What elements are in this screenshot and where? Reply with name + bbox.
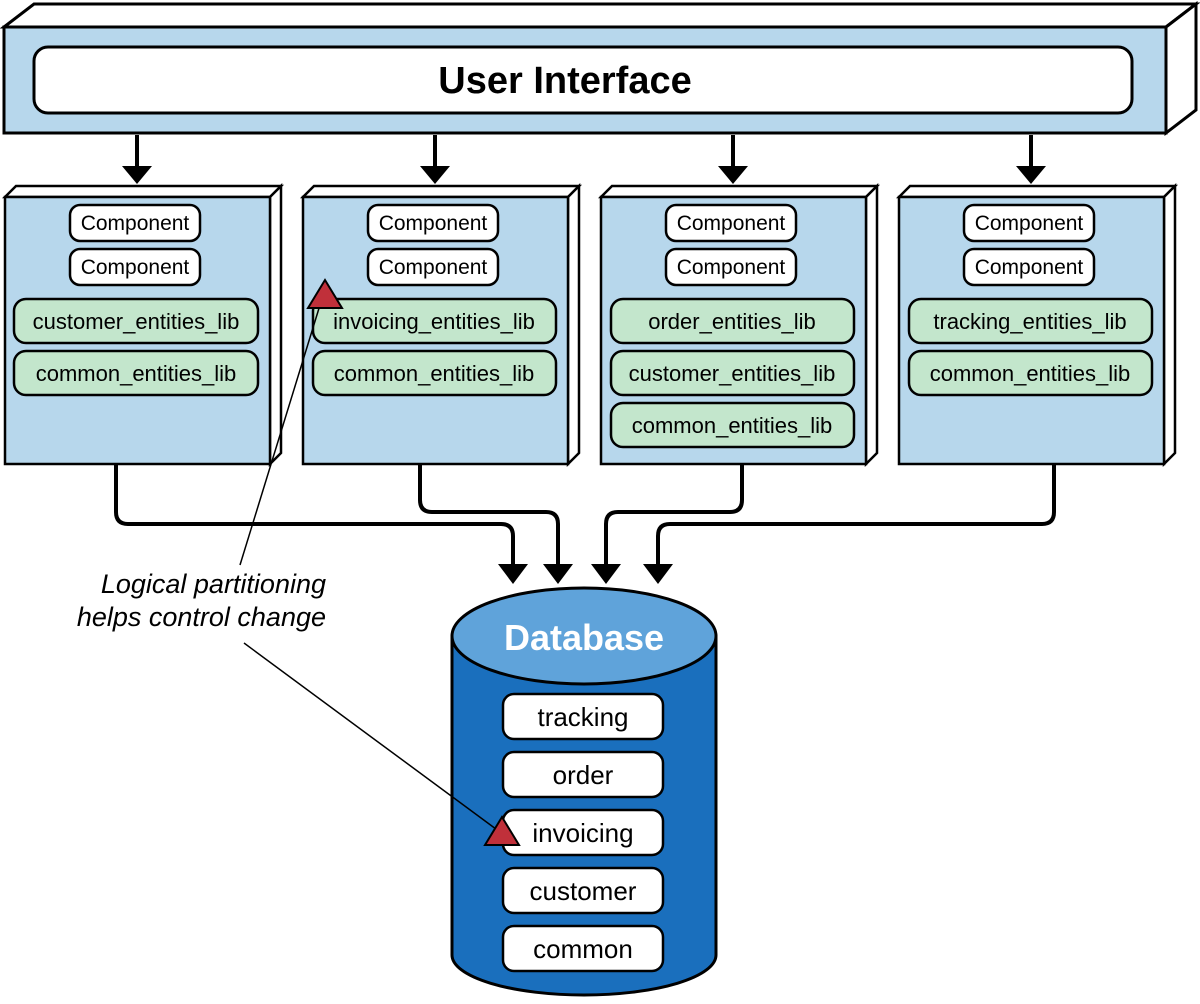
service-1-component-1 [68,203,202,243]
service-4-side-face [1162,182,1177,468]
connector-3 [604,465,744,566]
ui-to-service-arrows [122,135,1046,184]
schema-invoicing-label: invoicing [532,818,633,848]
database-arrowheads [498,564,673,584]
service-3-component-2 [664,247,798,287]
ui-arrow-head-2 [420,166,450,184]
service-1-side-face [268,182,283,468]
service-2-component-2 [366,247,500,287]
service-4-top-face [895,184,1179,199]
db-arrow-head-3 [591,564,621,584]
service-3-component-2-label: Component [677,256,786,279]
schema-tracking-label: tracking [537,702,628,732]
ui-arrow-head-1 [122,166,152,184]
service-4-lib-2 [907,349,1154,397]
service-1-lib-1 [12,297,260,345]
annotation-line-2: helps control change [77,602,326,632]
service-box-2: Component Component invoicing_entities_l… [299,182,583,468]
schema-customer-label: customer [530,876,637,906]
service-3-side-face [864,182,879,468]
service-2-component-2-label: Component [379,256,488,279]
change-marker-icon [483,815,521,846]
service-1-top-face [1,184,285,199]
service-3-lib-3 [609,401,856,449]
connector-4 [656,465,1056,566]
annotation-pointer-line-lower [243,642,501,833]
service-4-lib-1 [907,297,1154,345]
service-box-4: Component Component tracking_entities_li… [895,182,1179,468]
service-to-database-connectors [114,465,1056,566]
service-3-component-1-label: Component [677,212,786,235]
service-3-lib-3-label: common_entities_lib [632,413,833,438]
service-2-component-1-label: Component [379,212,488,235]
service-1-component-2-label: Component [81,256,190,279]
annotation: Logical partitioning helps control chang… [77,278,521,846]
connector-1 [114,465,515,566]
service-4-lib-2-label: common_entities_lib [930,361,1131,386]
service-3-component-1 [664,203,798,243]
connector-2 [418,465,560,566]
schema-common [501,924,665,973]
ui-bar-side-face [1164,0,1198,137]
service-3-lib-1 [609,297,856,345]
service-3-lib-2 [609,349,856,397]
user-interface-layer: User Interface [0,0,1200,137]
ui-label: User Interface [438,60,691,102]
service-3-top-face [597,184,881,199]
ui-label-box [32,45,1134,115]
db-arrow-head-4 [643,564,673,584]
schema-order [501,750,665,799]
database-label: Database [504,617,664,658]
ui-bar-top-face [0,2,1200,29]
service-box-3: Component Component order_entities_lib c… [597,182,881,468]
database: Database tracking order invoicing custom… [450,586,718,997]
schema-order-label: order [553,760,614,790]
service-4-component-2 [962,247,1096,287]
schema-customer [501,866,665,915]
service-2-component-1 [366,203,500,243]
service-2-lib-2-label: common_entities_lib [334,361,535,386]
service-3-lib-1-label: order_entities_lib [648,309,816,334]
db-arrow-head-2 [543,564,573,584]
service-1-lib-1-label: customer_entities_lib [33,309,240,334]
annotation-pointer-line-upper [239,304,321,566]
service-1-lib-2-label: common_entities_lib [36,361,237,386]
annotation-line-1: Logical partitioning [101,569,326,599]
service-2-side-face [566,182,581,468]
service-4-component-1 [962,203,1096,243]
service-4-component-1-label: Component [975,212,1084,235]
ui-arrow-head-3 [718,166,748,184]
ui-arrow-head-4 [1016,166,1046,184]
schema-common-label: common [533,934,633,964]
service-2-lib-1-label: invoicing_entities_lib [333,309,535,334]
service-1-lib-2 [12,349,260,397]
service-box-1: Component Component customer_entities_li… [1,182,285,468]
service-4-component-2-label: Component [975,256,1084,279]
service-1-component-2 [68,247,202,287]
service-3-lib-2-label: customer_entities_lib [629,361,836,386]
service-2-top-face [299,184,583,199]
service-2-lib-2 [311,349,558,397]
db-arrow-head-1 [498,564,528,584]
service-1-component-1-label: Component [81,212,190,235]
schema-tracking [501,692,665,741]
service-4-lib-1-label: tracking_entities_lib [933,309,1126,334]
change-marker-icon [306,278,344,309]
database-top [450,586,718,686]
service-2-lib-1 [311,297,558,345]
